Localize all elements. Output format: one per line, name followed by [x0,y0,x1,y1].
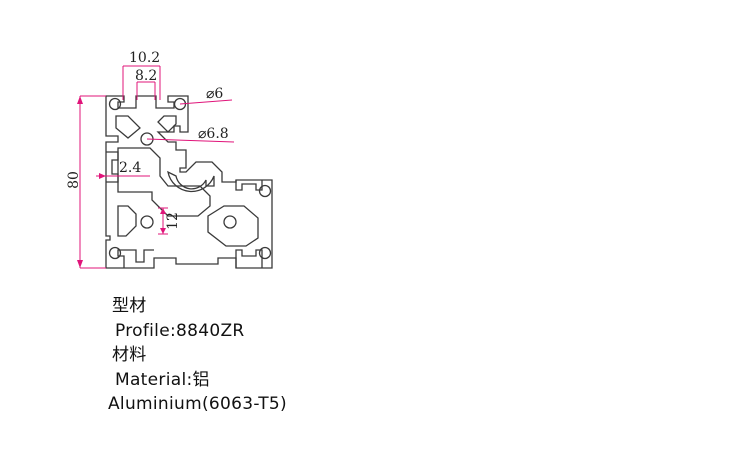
profile-outline [105,95,273,269]
outer-contour [105,95,273,269]
material-detail: Aluminium(6063-T5) [108,394,287,414]
hole-center-lower [140,215,154,229]
center-cavity [117,147,211,217]
spec-caption: 型材 Profile:8840ZR 材料 Material:铝 Aluminiu… [108,294,287,417]
hole-corner-right [258,184,272,198]
profile-drawing: 10.2 8.2 ⌀6 ⌀6.8 2.4 12 80 [66,50,273,269]
upper-cavity [115,115,141,139]
hole-right [223,215,237,229]
dim-hole-small: ⌀6 [206,86,223,102]
lower-right-cavity [207,205,259,247]
material-value: Material:铝 [115,369,210,390]
upper-right-cavity [157,115,177,133]
top-right-slot [235,180,263,191]
dim-wall: 2.4 [119,160,141,176]
dim-top-outer: 10.2 [129,50,160,66]
dim-height: 80 [66,171,82,189]
hole-bottom-right [258,246,272,260]
center-groove [167,170,215,193]
profile-value: Profile:8840ZR [115,320,245,341]
bottom-left-slot [117,249,154,268]
dim-top-inner: 8.2 [135,68,157,84]
left-slot [106,151,119,183]
dim-slot: 12 [165,212,181,230]
lower-left-cavity [117,205,137,237]
dimension-arrows [77,96,166,268]
material-heading: 材料 [112,345,147,365]
bottom-right-slot [235,249,263,268]
profile-heading: 型材 [112,296,147,316]
hole-top-left [108,97,122,111]
dim-hole-large: ⌀6.8 [198,126,229,142]
hole-bottom-left [108,246,122,260]
